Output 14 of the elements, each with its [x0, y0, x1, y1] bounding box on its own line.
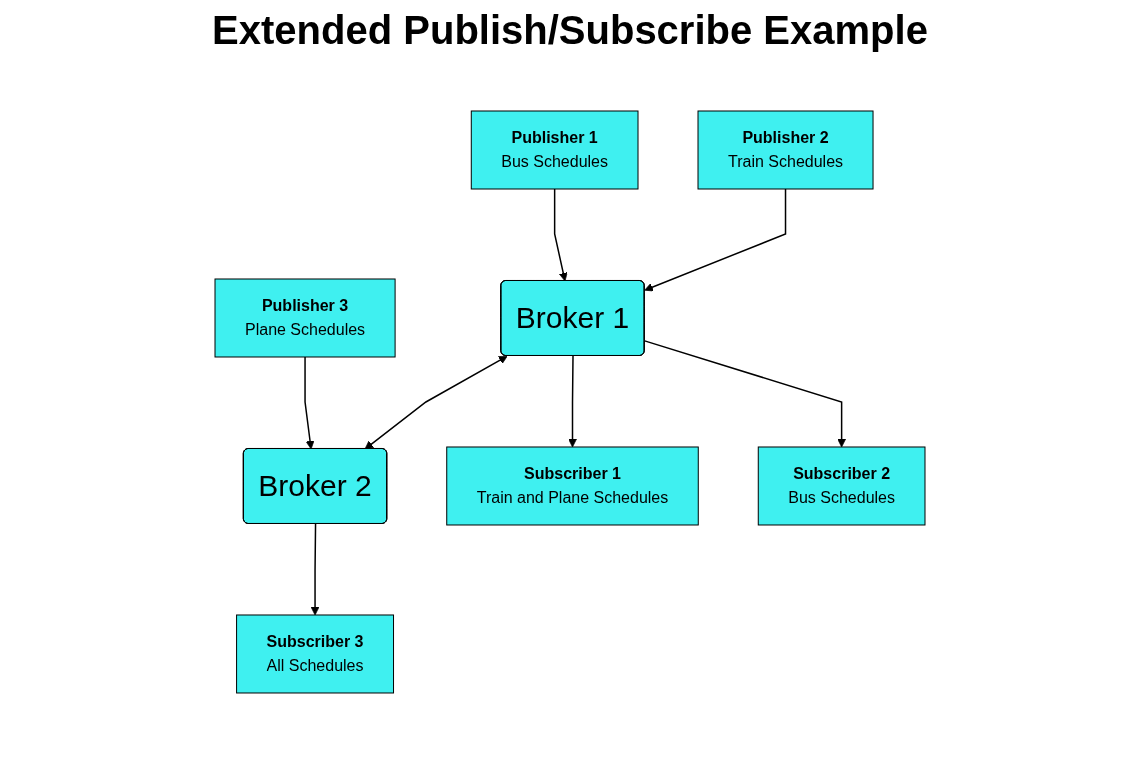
diagram-title: Extended Publish/Subscribe Example — [211, 8, 929, 53]
node-box: Publisher 1 Bus Schedules — [470, 110, 639, 190]
node-box: Subscriber 3 All Schedules — [236, 614, 394, 694]
arrow — [304, 356, 315, 450]
arrow — [553, 188, 568, 282]
arrow — [364, 355, 508, 450]
node-box: Subscriber 2 Bus Schedules — [757, 446, 926, 526]
arrow — [643, 340, 847, 448]
node-box: Subscriber 1 Train and Plane Schedules — [446, 446, 699, 526]
arrow — [568, 355, 577, 448]
node-box: Publisher 3 Plane Schedules — [214, 278, 396, 358]
node-box: Publisher 2 Train Schedules — [697, 110, 874, 190]
arrow — [310, 523, 320, 616]
arrow — [644, 188, 787, 292]
